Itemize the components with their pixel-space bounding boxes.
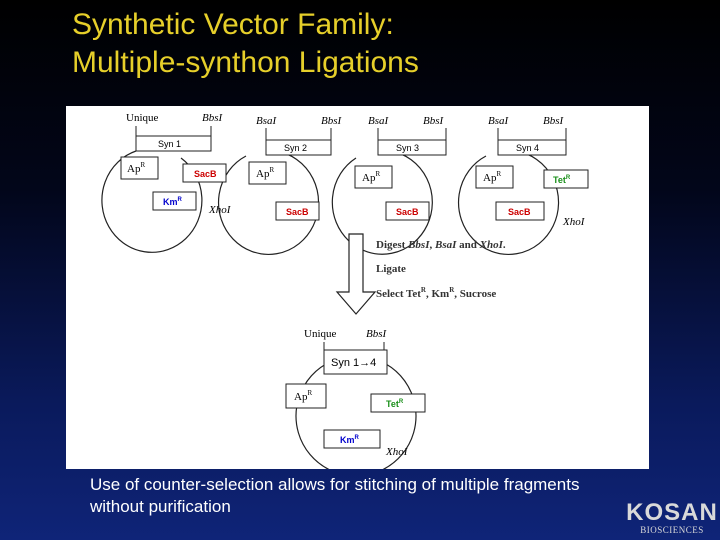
apr-box [475, 165, 514, 189]
syn-label: Syn 3 [396, 143, 419, 153]
bbsi-label: BbsI [543, 115, 565, 127]
sacb-label: SacB [286, 207, 309, 217]
syn-label: Syn 1→4 [331, 357, 376, 369]
tetr-box [543, 169, 589, 189]
apr-box [354, 165, 393, 189]
logo-subtitle: BIOSCIENCES [640, 525, 704, 535]
bbsi-label: BbsI [366, 328, 388, 340]
xhoi-label: XhoI [562, 216, 586, 228]
apr-box [285, 383, 327, 409]
xhoi-label: XhoI [385, 446, 409, 458]
bsai-label: BsaI [368, 115, 390, 127]
apr-label: ApR [362, 170, 380, 184]
plasmid-2: BsaI BbsI Syn 2 ApR SacB [248, 115, 343, 221]
bbsi-label: BbsI [423, 115, 445, 127]
kosan-logo: KOSAN BIOSCIENCES [626, 499, 718, 535]
sacb-label: SacB [396, 207, 419, 217]
kmr-box [152, 191, 197, 211]
plasmid-3: BsaI BbsI Syn 3 ApR SacB [354, 115, 447, 221]
process-arrow [335, 233, 377, 315]
syn-label: Syn 2 [284, 143, 307, 153]
tetr-label: TetR [386, 399, 404, 409]
slide-title: Synthetic Vector Family: Multiple-syntho… [72, 6, 672, 82]
slide-caption: Use of counter-selection allows for stit… [90, 475, 580, 516]
bsai-label: BsaI [488, 115, 510, 127]
apr-label: ApR [294, 389, 312, 403]
bbsi-label: BbsI [202, 112, 224, 124]
syn-box [377, 139, 447, 156]
logo-wordmark: KOSAN [626, 499, 718, 526]
syn-label: Syn 4 [516, 143, 539, 153]
plasmid-3-backbone [331, 150, 433, 255]
syn-box [497, 139, 567, 156]
sacb-label: SacB [194, 169, 217, 179]
sacb-box [385, 201, 430, 221]
kmr-label: KmR [340, 435, 360, 445]
diagram-canvas: Unique BbsI Syn 1 ApR SacB KmR XhoI BsaI… [101, 112, 589, 469]
sacb-box [275, 201, 320, 221]
unique-label: Unique [304, 328, 337, 340]
sacb-box [182, 163, 227, 183]
plasmid-2-backbone [217, 150, 320, 255]
xhoi-label: XhoI [208, 204, 232, 216]
apr-box [120, 156, 159, 180]
plasmid-4: BsaI BbsI Syn 4 ApR TetR SacB XhoI [475, 115, 589, 228]
unique-label: Unique [126, 112, 159, 124]
apr-label: ApR [256, 166, 274, 180]
tetr-box [370, 393, 426, 413]
sacb-box [495, 201, 545, 221]
ligate-step: Ligate [376, 263, 406, 275]
result-plasmid: Unique BbsI Syn 1→4 ApR TetR KmR XhoI [285, 328, 426, 458]
plasmid-1-backbone [101, 150, 203, 253]
title-line-1: Synthetic Vector Family: [72, 8, 394, 41]
bbsi-label: BbsI [321, 115, 343, 127]
syn-box [135, 135, 212, 152]
tetr-label: TetR [553, 175, 571, 185]
apr-label: ApR [127, 161, 145, 175]
process-steps: Digest BbsI, BsaI and XhoI. Ligate Selec… [376, 239, 506, 300]
syn-box [323, 349, 388, 375]
bsai-label: BsaI [256, 115, 278, 127]
digest-step: Digest BbsI, BsaI and XhoI. [376, 239, 506, 251]
apr-box [248, 161, 287, 185]
ligation-diagram: Unique BbsI Syn 1 ApR SacB KmR XhoI BsaI… [66, 106, 649, 469]
select-step: Select TetR, KmR, Sucrose [376, 286, 496, 300]
plasmid-1: Unique BbsI Syn 1 ApR SacB KmR XhoI [120, 112, 232, 216]
apr-label: ApR [483, 170, 501, 184]
title-line-2: Multiple-synthon Ligations [72, 46, 419, 79]
kmr-label: KmR [163, 197, 183, 207]
syn-label: Syn 1 [158, 139, 181, 149]
sacb-label: SacB [508, 207, 531, 217]
syn-box [265, 139, 332, 156]
kmr-box [323, 429, 381, 449]
